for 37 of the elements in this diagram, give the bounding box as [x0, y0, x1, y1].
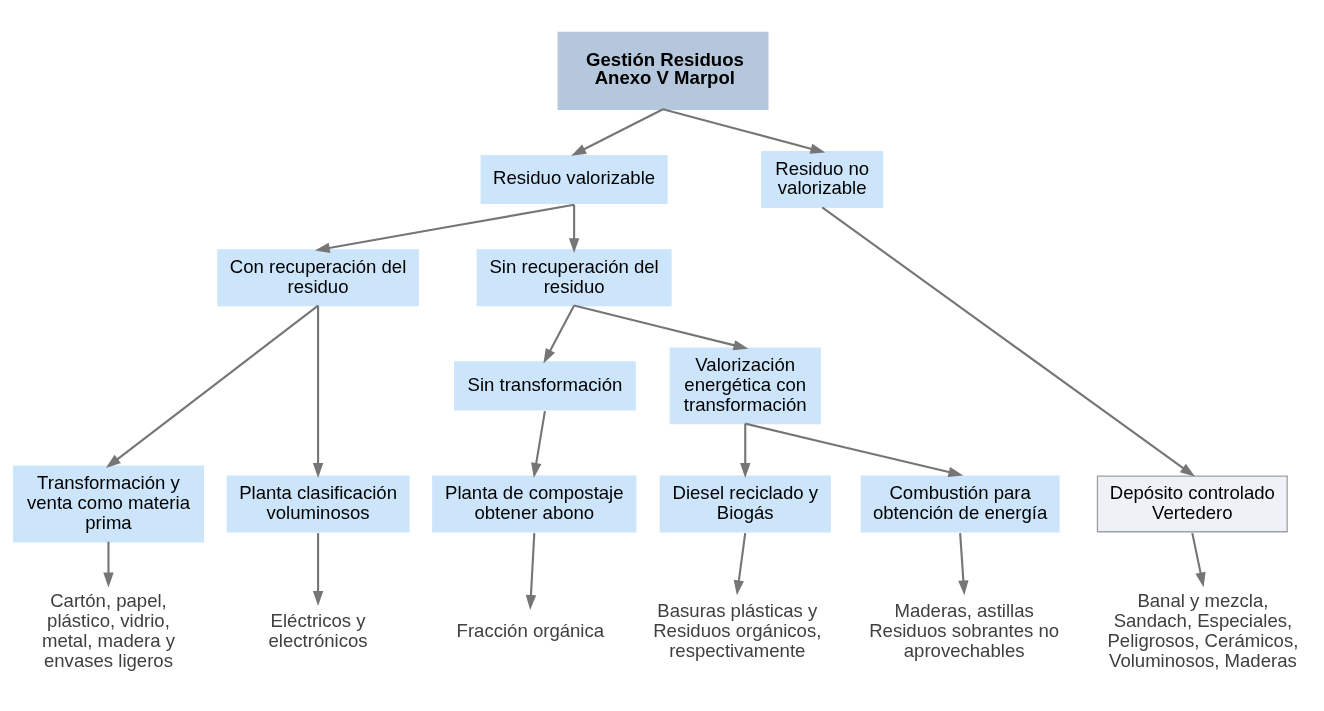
- node-box: Sin transformación: [454, 360, 636, 410]
- node-box: Combustión para obtención de energía: [860, 474, 1060, 532]
- node-box: Depósito controlado Vertedero: [1096, 474, 1288, 532]
- arrow: [740, 423, 751, 478]
- arrow: [312, 532, 324, 606]
- node-text: Banal y mezcla, Sandach, Especiales, Peligrosos, Cerámicos, Voluminosos, Maderas: [1107, 589, 1299, 671]
- node-box: Planta de compostaje obtener abono: [432, 474, 637, 532]
- arrow: [103, 541, 114, 587]
- node-box: Transformación y venta como materia prima: [12, 464, 204, 542]
- arrow: [573, 304, 749, 350]
- node-box: Residuo valorizable: [480, 154, 668, 204]
- node-box: Gestión Residuos Anexo V Marpol: [557, 31, 769, 110]
- node-text: Cartón, papel, plástico, vidrio, metal, madera y envases ligeros: [41, 589, 176, 671]
- arrow: [958, 532, 969, 595]
- arrow: [531, 410, 546, 478]
- arrow: [105, 304, 319, 468]
- arrow: [314, 203, 575, 253]
- arrow: [568, 204, 580, 253]
- node-text: Fracción orgánica: [456, 619, 605, 641]
- node-text: Eléctricos y electrónicos: [268, 609, 368, 651]
- node-box: Planta clasificación voluminosos: [226, 474, 410, 532]
- node-text: Maderas, astillas Residuos sobrantes no aprovechables: [869, 599, 1060, 661]
- arrow: [312, 305, 324, 478]
- arrow: [525, 532, 537, 610]
- node-box: Diesel reciclado y Biogás: [659, 474, 831, 532]
- arrow: [745, 422, 964, 477]
- arrow: [733, 532, 747, 595]
- arrow: [571, 107, 664, 156]
- node-box: Valorización energética con transformación: [669, 346, 821, 424]
- arrow: [821, 206, 1195, 477]
- arrow: [662, 107, 826, 154]
- node-box: Residuo no valorizable: [761, 150, 884, 208]
- node-text: Basuras plásticas y Residuos orgánicos, respectivamente: [653, 599, 822, 661]
- arrow: [1191, 532, 1206, 587]
- node-box: Sin recuperación del residuo: [476, 248, 672, 306]
- node-box: Con recuperación del residuo: [217, 248, 419, 306]
- arrow: [543, 304, 576, 363]
